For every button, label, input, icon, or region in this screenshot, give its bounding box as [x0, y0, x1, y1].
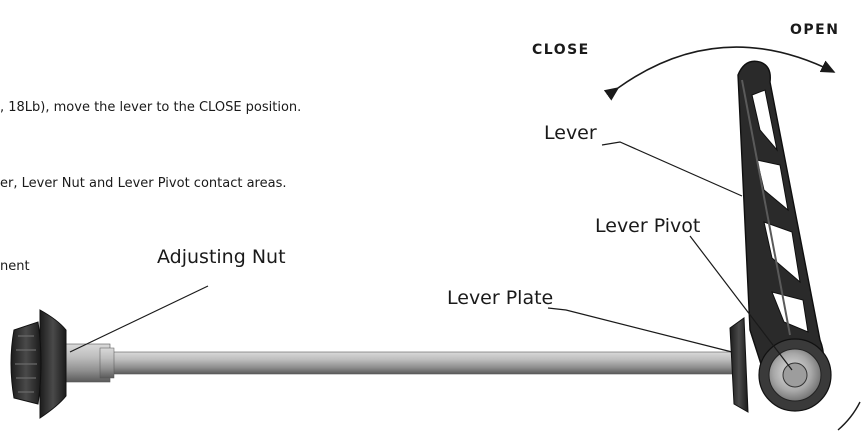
- close-direction-label: CLOSE: [532, 42, 590, 58]
- lever-plate-leader-line: [547, 307, 733, 353]
- rod-collar: [99, 347, 115, 379]
- lever-part: [737, 60, 825, 393]
- lever-label: Lever: [544, 122, 597, 144]
- lever-pivot-label: Lever Pivot: [595, 215, 701, 237]
- skewer-rod: [65, 351, 739, 375]
- instruction-line-3: nent: [0, 259, 30, 274]
- lever-plate-part: [729, 317, 749, 413]
- lever-plate-label: Lever Plate: [447, 287, 554, 309]
- instruction-line-1: , 18Lb), move the lever to the CLOSE pos…: [0, 100, 302, 115]
- lever-pivot-leader-line: [689, 235, 793, 371]
- open-direction-label: OPEN: [790, 22, 840, 38]
- partial-arc: [837, 401, 861, 431]
- adjusting-nut-label: Adjusting Nut: [157, 246, 286, 268]
- lever-leader-line: [601, 141, 743, 197]
- adjusting-nut-leader-line: [69, 285, 209, 353]
- lever-pivot-part: [758, 338, 832, 412]
- open-close-arc: [603, 46, 836, 101]
- instruction-line-2: er, Lever Nut and Lever Pivot contact ar…: [0, 176, 287, 191]
- adjusting-nut-part: [10, 309, 67, 419]
